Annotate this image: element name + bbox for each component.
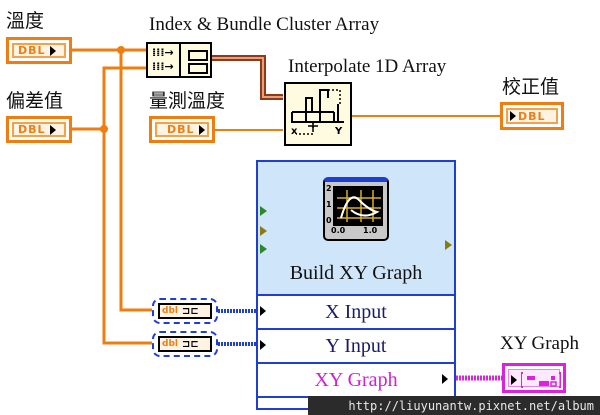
dbl-glyph: dbl — [162, 306, 178, 316]
output-row-xy-graph[interactable]: XY Graph — [258, 362, 454, 396]
control-temperature[interactable]: DBL — [6, 37, 72, 64]
error-out-terminal-icon — [445, 240, 452, 250]
dbl-type-label: DBL — [18, 123, 46, 136]
xy-graph-icon: 2 1 0 0.0 1.0 — [323, 177, 389, 241]
output-arrow-icon — [442, 374, 448, 384]
icon-y-tick: 0 — [326, 216, 332, 225]
cluster-element-icon — [188, 50, 208, 61]
interpolate-icon — [291, 89, 344, 135]
row-label-y-input: Y Input — [325, 334, 387, 357]
input-arrow-icon — [510, 111, 516, 121]
error-in-terminal-icon — [260, 206, 267, 216]
input-arrow-icon — [260, 340, 266, 350]
output-arrow-icon — [198, 124, 205, 135]
xy-plot-glyph-icon — [337, 190, 381, 222]
wire-offset-down — [102, 129, 152, 345]
express-vi-build-xy-graph[interactable]: 2 1 0 0.0 1.0 Build XY Graph X Input Y I… — [256, 160, 456, 410]
icon-x-tick: 0.0 — [331, 226, 346, 235]
control-label-offset: 偏差值 — [6, 90, 64, 112]
wire-junction-offset — [100, 125, 108, 133]
reset-terminal-icon — [260, 226, 267, 236]
enable-terminal-icon — [260, 244, 267, 254]
row-label-xy-graph: XY Graph — [314, 368, 398, 391]
wire-temperature-branch — [119, 50, 152, 312]
indicator-corrected-value: DBL — [500, 102, 564, 130]
control-offset[interactable]: DBL — [6, 116, 72, 143]
output-arrow-icon — [49, 45, 56, 56]
array-to-index-icon: ⁞⁞⁞→ — [152, 46, 174, 59]
dbl-type-label: DBL — [18, 44, 46, 57]
input-row-x[interactable]: X Input — [258, 294, 454, 328]
dbl-type-label: DBL — [167, 123, 195, 136]
wire-junction-temperature — [117, 46, 125, 54]
node-interpolate-1d-array[interactable]: x Y — [284, 82, 352, 146]
watermark-url: http://liuyunantw.pixnet.net/album — [308, 396, 600, 415]
input-row-y[interactable]: Y Input — [258, 328, 454, 362]
row-label-x-input: X Input — [325, 300, 387, 323]
icon-x-tick: 1.0 — [363, 226, 378, 235]
dynamic-conversion-icon: ⊐⊏ — [181, 305, 199, 317]
x-terminal-label: x — [291, 126, 298, 137]
convert-to-dynamic-data-y[interactable]: dbl ⊐⊏ — [152, 331, 218, 357]
icon-y-tick: 1 — [326, 200, 332, 209]
wire-offset-up — [102, 66, 148, 129]
indicator-label-xy-graph: XY Graph — [500, 333, 579, 354]
node-label-index-bundle: Index & Bundle Cluster Array — [149, 14, 380, 35]
indicator-xy-graph — [502, 363, 566, 393]
node-index-bundle-cluster-array[interactable]: ⁞⁞⁞→ ⁞⁞⁞→ — [146, 42, 212, 78]
dynamic-conversion-icon: ⊐⊏ — [181, 338, 199, 350]
convert-to-dynamic-data-x[interactable]: dbl ⊐⊏ — [152, 298, 218, 324]
control-measured-temperature[interactable]: DBL — [149, 116, 215, 143]
xy-graph-terminal-icon — [521, 372, 561, 388]
icon-y-tick: 2 — [326, 184, 332, 193]
node-label-interpolate: Interpolate 1D Array — [288, 56, 447, 77]
input-arrow-icon — [511, 375, 517, 385]
dbl-glyph: dbl — [162, 339, 178, 349]
control-label-measured-temperature: 量測溫度 — [149, 90, 226, 112]
y-terminal-label: Y — [335, 126, 343, 137]
cluster-element-icon — [188, 63, 208, 74]
indicator-label-corrected-value: 校正值 — [502, 76, 560, 98]
output-arrow-icon — [49, 124, 56, 135]
control-label-temperature: 溫度 — [6, 10, 45, 32]
watermark-text: http://liuyunantw.pixnet.net/album — [348, 398, 594, 413]
array-to-index-icon: ⁞⁞⁞→ — [152, 60, 174, 73]
express-vi-title: Build XY Graph — [289, 262, 423, 284]
input-arrow-icon — [260, 306, 266, 316]
dbl-type-label: DBL — [518, 109, 546, 123]
express-vi-header: 2 1 0 0.0 1.0 Build XY Graph — [258, 162, 454, 294]
